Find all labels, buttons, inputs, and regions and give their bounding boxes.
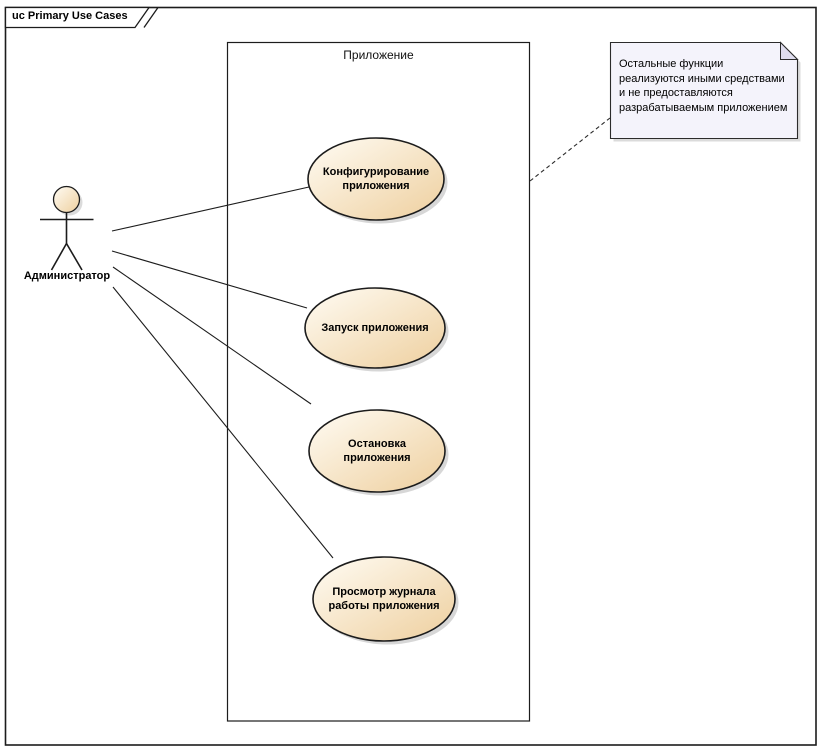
actor-label: Администратор [23,270,111,282]
association-line-stop[interactable] [112,266,312,405]
usecase-label-stop: Остановка приложения [343,438,411,464]
usecase-ellipse-configure[interactable] [307,137,445,221]
association-line-configure[interactable] [111,186,310,232]
usecase-label-start: Запуск приложения [321,322,429,334]
note-fold-corner [780,41,799,60]
frame-tab-accent-line [143,7,159,28]
usecase-ellipse-stop[interactable] [308,409,446,493]
note-attachment-dashed-line[interactable] [529,117,611,182]
association-line-start[interactable] [111,250,308,309]
system-boundary-label: Приложение [343,48,414,62]
usecase-label-configure: Конфигурирование приложения [322,166,430,192]
note-text: Остальные функции реализуются иными сред… [619,58,788,114]
actor-legs [50,243,83,271]
usecase-ellipse-start[interactable] [304,287,446,369]
frame-tab-label: uc Primary Use Cases [12,10,128,22]
actor-head [52,185,81,214]
association-line-viewlog[interactable] [112,286,334,559]
usecase-label-viewlog: Просмотр журнала работы приложения [328,586,440,612]
frame-tab-shape[interactable] [4,6,151,29]
note-shape[interactable] [609,41,799,140]
usecase-ellipse-viewlog[interactable] [312,556,456,642]
actor-figure[interactable] [40,185,94,271]
